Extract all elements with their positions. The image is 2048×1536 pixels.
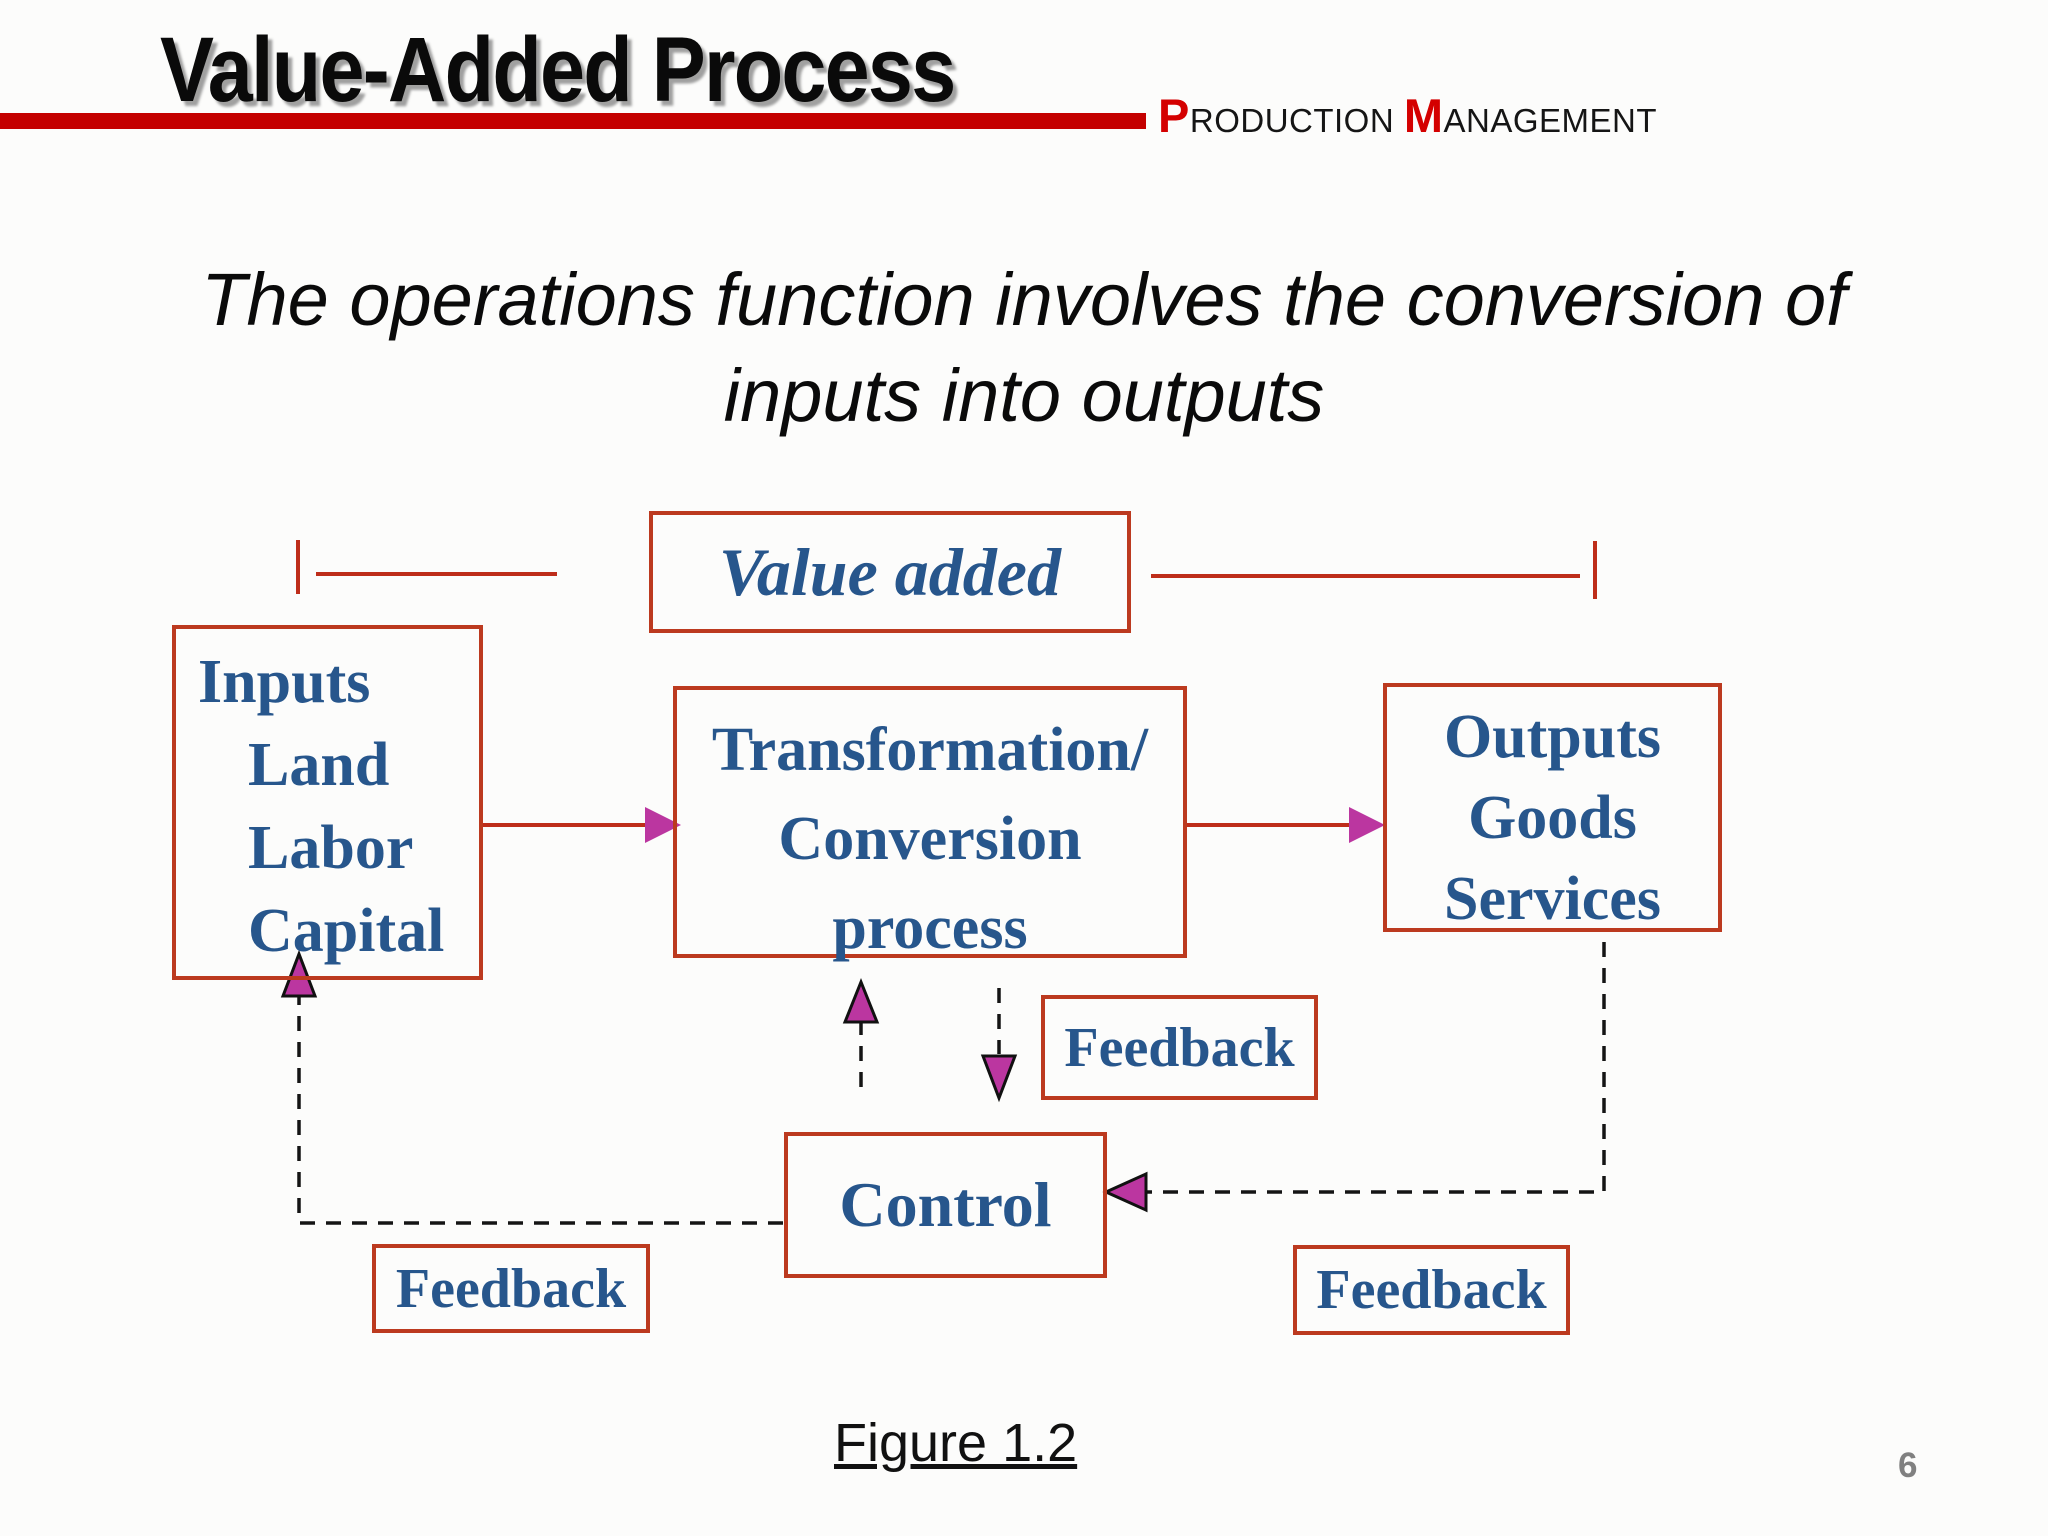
outputs-line: Outputs (1443, 703, 1662, 771)
brand-p-initial: P (1158, 89, 1190, 142)
figure-caption: Figure 1.2 (834, 1413, 1078, 1473)
inputs-line: Land (248, 731, 390, 799)
transformation-line: Conversion (778, 805, 1082, 873)
subtitle-line-1: The operations function involves the con… (201, 258, 1847, 341)
arrowhead-down-toward-control (980, 1054, 1018, 1103)
subtitle-line-2: inputs into outputs (723, 354, 1325, 437)
brand-text: PRODUCTION MANAGEMENT (1158, 88, 1657, 143)
feedback-label: Feedback (395, 1257, 627, 1320)
transformation-line: process (832, 894, 1028, 962)
feedback-box-middle: Feedback (1041, 995, 1318, 1100)
arrowhead-left-into-control (1102, 1171, 1148, 1213)
feedback-label: Feedback (1064, 1016, 1295, 1079)
brand-space (1394, 102, 1404, 139)
transformation-line: Transformation/ (711, 716, 1149, 784)
feedback-box-bottom-right: Feedback (1293, 1245, 1570, 1335)
control-box: Control (784, 1132, 1107, 1278)
title-accent-bar (0, 113, 1146, 129)
value-added-label: Value added (719, 533, 1061, 610)
brand-p-rest: RODUCTION (1189, 102, 1395, 139)
outputs-box: Outputs Goods Services (1383, 683, 1722, 933)
arrowhead-into-outputs (1349, 807, 1385, 843)
feedback-label: Feedback (1316, 1259, 1547, 1321)
slide-title: Value-Added Process (160, 19, 956, 121)
brand-m-rest: ANAGEMENT (1443, 102, 1658, 139)
outputs-line: Goods (1468, 784, 1637, 852)
page-number: 6 (1898, 1446, 1918, 1485)
outputs-line: Services (1444, 865, 1661, 933)
inputs-line: Labor (248, 814, 414, 882)
value-added-box: Value added (649, 511, 1131, 633)
inputs-line: Capital (248, 897, 445, 965)
feedback-box-bottom-left: Feedback (372, 1244, 650, 1333)
brand-m-initial: M (1403, 89, 1444, 142)
transformation-box: Transformation/ Conversion process (673, 686, 1187, 962)
arrowhead-up-into-transformation (842, 977, 880, 1024)
control-label: Control (839, 1169, 1052, 1240)
inputs-box: Inputs Land Labor Capital (172, 625, 483, 980)
inputs-line: Inputs (198, 648, 371, 716)
dashed-control-to-inputs (297, 990, 784, 1225)
subtitle: The operations function involves the con… (0, 252, 2048, 444)
